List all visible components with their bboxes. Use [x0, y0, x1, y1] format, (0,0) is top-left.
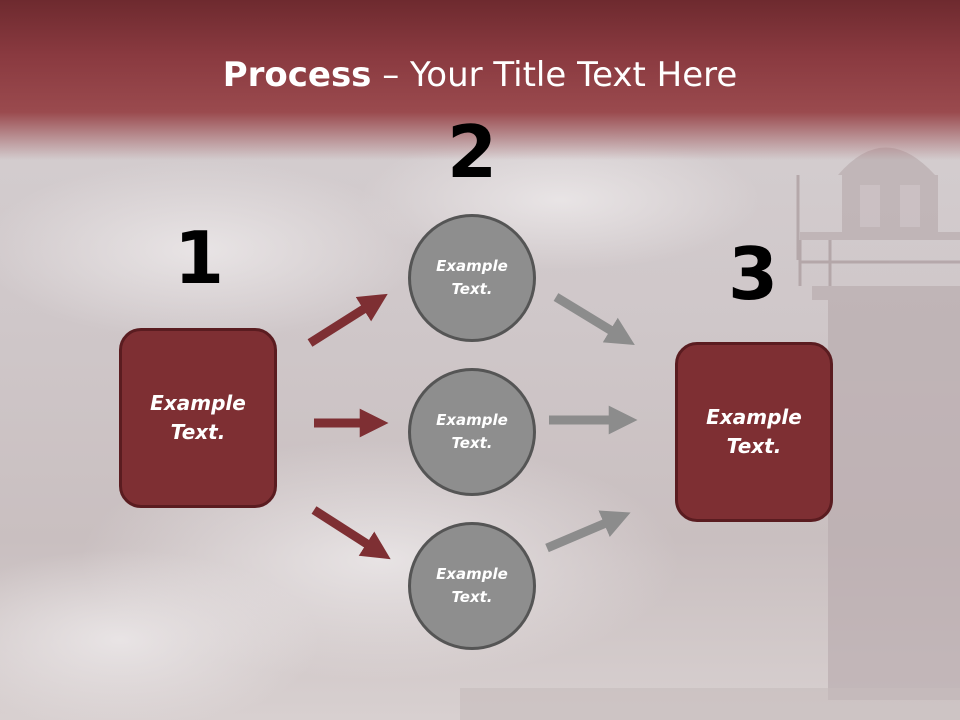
step-number-2: 2	[446, 110, 498, 194]
right-box-text: Example Text.	[706, 405, 802, 458]
process-circle-middle[interactable]: Example Text.	[408, 368, 536, 496]
process-circle-bottom[interactable]: Example Text.	[408, 522, 536, 650]
step-number-1: 1	[173, 216, 225, 300]
arrow-right-up-gray	[545, 510, 631, 553]
left-box-text: Example Text.	[150, 391, 246, 444]
right-process-box[interactable]: Example Text.	[675, 342, 833, 522]
arrow-right-down-red	[311, 506, 391, 560]
left-process-box[interactable]: Example Text.	[119, 328, 277, 508]
process-circle-top[interactable]: Example Text.	[408, 214, 536, 342]
circle-bottom-text: Example Text.	[436, 565, 508, 606]
title-banner	[0, 0, 960, 160]
circle-top-text: Example Text.	[436, 257, 508, 298]
title-bold: Process	[222, 55, 372, 95]
arrow-right-down-gray	[553, 293, 635, 345]
title-rest: – Your Title Text Here	[371, 55, 738, 95]
circle-middle-text: Example Text.	[436, 411, 508, 452]
slide-title: Process – Your Title Text Here	[0, 52, 960, 98]
arrow-right-up-red	[307, 293, 388, 347]
step-number-3: 3	[727, 232, 779, 316]
